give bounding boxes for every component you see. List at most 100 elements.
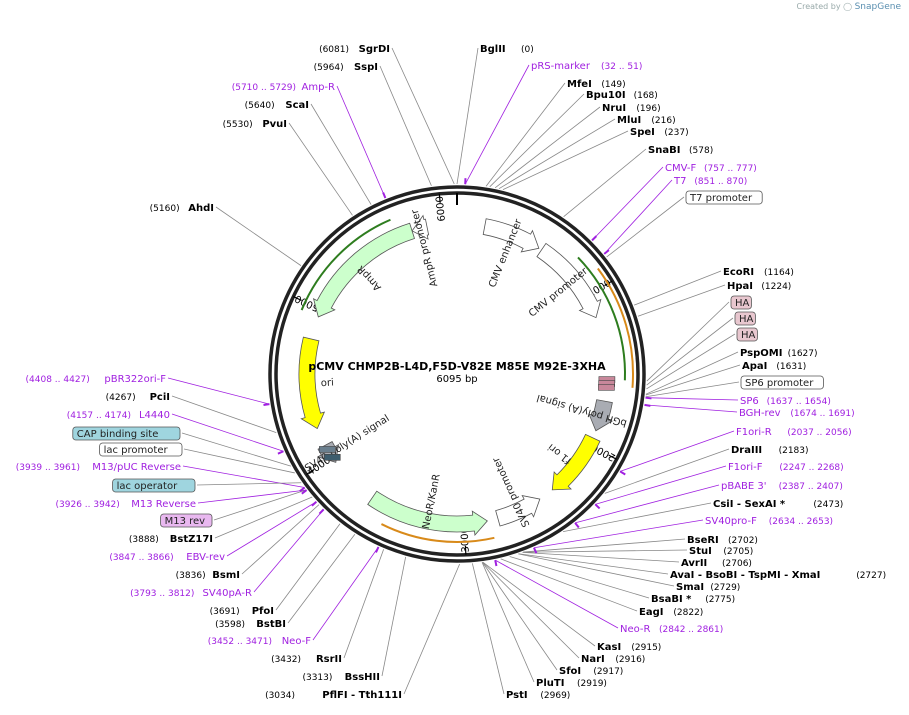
primer-t7[interactable]: T7(851 .. 870) (673, 176, 747, 187)
site-position: (2842 .. 2861) (659, 625, 723, 635)
site-name: EagI (639, 607, 663, 618)
enzyme-kasi[interactable]: KasI(2915) (597, 642, 661, 653)
enzyme-nari[interactable]: NarI(2916) (581, 654, 645, 665)
enzyme-bsabi[interactable]: BsaBI *(2775) (651, 594, 735, 605)
primer-mark (594, 503, 601, 510)
enzyme-smai[interactable]: SmaI(2729) (676, 582, 740, 593)
enzyme-avrii[interactable]: AvrII(2706) (681, 558, 752, 569)
leader-line (456, 47, 479, 185)
primer-mark (644, 403, 651, 407)
enzyme-pluti[interactable]: PluTI(2919) (536, 678, 607, 689)
enzyme-pvui[interactable]: PvuI(5530) (223, 119, 287, 130)
site-labels: SgrDI(6081) BglII(0) pRS-marker(32 .. 51) S… (16, 44, 886, 701)
site-position: (2473) (813, 500, 843, 510)
enzyme-pcii[interactable]: PciI(4267) (106, 392, 170, 403)
site-position: (2037 .. 2056) (787, 428, 851, 438)
feature-tag-ha[interactable]: HA (730, 295, 752, 310)
enzyme-draiii[interactable]: DraIII(2183) (731, 445, 809, 456)
site-name: pBABE 3' (721, 481, 767, 492)
enzyme-ahdi[interactable]: AhdI(5160) (150, 203, 214, 214)
site-name: EBV-rev (186, 552, 225, 563)
enzyme-mfei[interactable]: MfeI(149) (567, 79, 626, 90)
enzyme-bstbi[interactable]: BstBI(3598) (215, 619, 286, 630)
enzyme-apai[interactable]: ApaI(1631) (742, 361, 806, 372)
feature-tag-ha[interactable]: HA (736, 327, 758, 342)
primer-pbabe-3[interactable]: pBABE 3'(2387 .. 2407) (721, 481, 843, 492)
site-name: SfoI (559, 666, 581, 677)
enzyme-pfoi[interactable]: PfoI(3691) (210, 606, 274, 617)
feature-tag-lac-promoter[interactable]: lac promoter (99, 442, 183, 457)
enzyme-sgrdi[interactable]: SgrDI(6081) (319, 44, 390, 55)
primer-amp-r[interactable]: Amp-R(5710 .. 5729) (232, 82, 335, 93)
backbone (268, 185, 646, 563)
primer-bgh-rev[interactable]: BGH-rev(1674 .. 1691) (739, 408, 855, 419)
feature-bgh-poly-a-signal[interactable] (588, 399, 613, 432)
primer-prs-marker[interactable]: pRS-marker(32 .. 51) (531, 61, 642, 72)
site-position: (196) (636, 104, 660, 114)
feature-cmv-promoter[interactable] (536, 242, 602, 319)
leader-line (619, 430, 735, 472)
primer-f1ori-r[interactable]: F1ori-R(2037 .. 2056) (736, 427, 852, 438)
enzyme-bstz17i[interactable]: BstZ17I(3888) (129, 534, 213, 545)
leader-line (310, 103, 372, 205)
enzyme-pflfi-tth111i[interactable]: PflFI - Tth111I(3034) (265, 690, 402, 701)
enzyme-bseri[interactable]: BseRI(2702) (687, 535, 758, 546)
enzyme-rsrii[interactable]: RsrII(3432) (271, 654, 342, 665)
primer-m13-reverse[interactable]: M13 Reverse(3926 .. 3942) (56, 499, 196, 510)
leader-line (604, 448, 730, 494)
primer-m13-puc-reverse[interactable]: M13/pUC Reverse(3939 .. 3961) (16, 462, 181, 473)
primer-l4440[interactable]: L4440(4157 .. 4174) (67, 410, 170, 421)
enzyme-mlui[interactable]: MluI(216) (617, 115, 676, 126)
enzyme-stui[interactable]: StuI(2705) (689, 546, 753, 557)
feature-tag-cap-binding-site[interactable]: CAP binding site (72, 426, 181, 441)
feature-tag-m13-rev[interactable]: M13 rev (160, 513, 213, 528)
leader-line (464, 64, 530, 185)
primer-ebv-rev[interactable]: EBV-rev(3847 .. 3866) (109, 552, 225, 563)
enzyme-snabi[interactable]: SnaBI(578) (648, 145, 713, 156)
enzyme-scai[interactable]: ScaI(5640) (245, 100, 309, 111)
enzyme-eagi[interactable]: EagI(2822) (639, 607, 703, 618)
enzyme-psti[interactable]: PstI(2969) (506, 690, 570, 701)
enzyme-ecori[interactable]: EcoRI(1164) (723, 267, 794, 278)
enzyme-bglii[interactable]: BglII(0) (480, 44, 534, 55)
site-name: EcoRI (723, 267, 754, 278)
feature-tag-lac-operator[interactable]: lac operator (112, 478, 196, 493)
primer-cmv-f[interactable]: CMV-F(757 .. 777) (665, 163, 757, 174)
enzyme-bsmi[interactable]: BsmI(3836) (176, 570, 240, 581)
enzyme-bsshii[interactable]: BssHII(3313) (302, 672, 380, 683)
primer-sv40pro-f[interactable]: SV40pro-F(2634 .. 2653) (705, 516, 833, 527)
leader-line (275, 523, 341, 611)
feature-tag-sp6-promoter[interactable]: SP6 promoter (740, 375, 824, 390)
primer-neo-r[interactable]: Neo-R(2842 .. 2861) (620, 624, 723, 635)
feature-ampr[interactable] (312, 222, 415, 318)
enzyme-sfoi[interactable]: SfoI(2917) (559, 666, 623, 677)
feature-cmv-enhancer[interactable] (482, 218, 540, 253)
primer-mark (311, 500, 318, 507)
leader-line (381, 556, 407, 677)
site-position: (1674 .. 1691) (790, 409, 854, 419)
site-position: (32 .. 51) (601, 62, 642, 72)
feature-ori[interactable] (298, 336, 326, 430)
enzyme-nrui[interactable]: NruI(196) (602, 103, 661, 114)
tick-mark (293, 296, 302, 301)
primer-neo-f[interactable]: Neo-F(3452 .. 3471) (208, 636, 312, 647)
primer-pbr322ori-f[interactable]: pBR322ori-F(4408 .. 4427) (26, 374, 167, 385)
enzyme-pspomi[interactable]: PspOMI(1627) (740, 348, 818, 359)
enzyme-bpu10i[interactable]: Bpu10I(168) (586, 90, 658, 101)
feature-f1-ori[interactable] (551, 433, 601, 491)
enzyme-csii-sexai[interactable]: CsiI - SexAI *(2473) (713, 499, 843, 510)
feature-neor-kanr[interactable] (367, 490, 488, 536)
feature-tag-t7-promoter[interactable]: T7 promoter (685, 190, 763, 205)
primer-sp6[interactable]: SP6(1637 .. 1654) (740, 396, 831, 407)
primer-sv40pa-r[interactable]: SV40pA-R(3793 .. 3812) (130, 588, 252, 599)
enzyme-hpai[interactable]: HpaI(1224) (727, 281, 791, 292)
enzyme-spei[interactable]: SpeI(237) (630, 127, 689, 138)
feature-ampr-promoter[interactable] (411, 214, 430, 240)
enzyme-sspi[interactable]: SspI(5964) (314, 62, 378, 73)
site-position: (3452 .. 3471) (208, 637, 272, 647)
feature-tag-ha[interactable]: HA (734, 311, 756, 326)
enzyme-avai-bsobi-tspmi-xmai[interactable]: AvaI - BsoBI - TspMI - XmaI(2727) (670, 570, 886, 581)
primer-f1ori-f[interactable]: F1ori-F(2247 .. 2268) (728, 462, 844, 473)
site-name: MluI (617, 115, 641, 126)
feature-sv40-promoter[interactable] (495, 495, 541, 527)
